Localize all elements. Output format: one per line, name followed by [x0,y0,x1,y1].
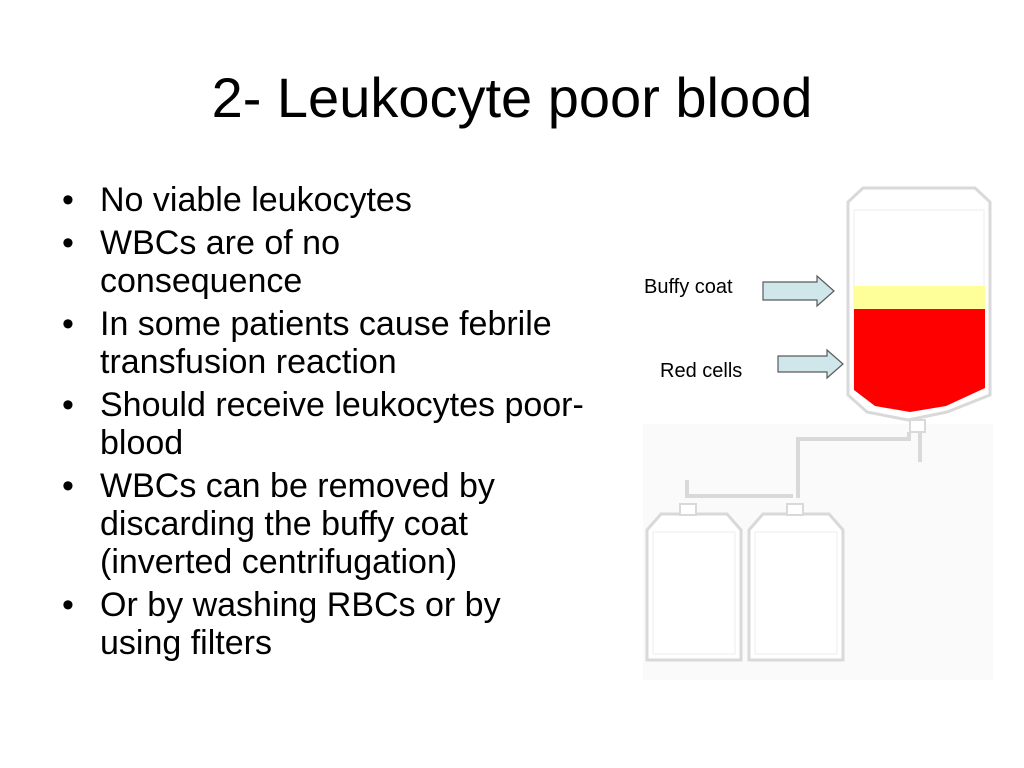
outlet-port [909,419,926,433]
blood-bag-diagram [643,186,993,680]
bullet-marker: • [62,386,74,424]
satellite-bag-1 [645,512,743,662]
buffy-coat-layer [854,286,985,309]
bullet-marker: • [62,224,74,262]
bullet-text: In some patients cause febrile transfusi… [100,305,552,381]
bullet-marker: • [62,586,74,624]
bullet-text: WBCs can be removed by discarding the bu… [100,467,495,581]
bullet-item: • WBCs are of no consequence [52,224,430,300]
bullet-text: Or by washing RBCs or by using filters [100,586,501,662]
buffy-coat-label: Buffy coat [644,276,733,298]
satellite-bag-2-port [786,503,804,516]
slide-title: 2- Leukocyte poor blood [211,66,813,129]
connecting-tube [796,432,911,498]
red-cells-layer [854,309,985,412]
bullet-text: Should receive leukocytes poor-blood [100,386,584,462]
branch-tube [685,480,793,498]
satellite-bag-2 [747,512,845,662]
bullet-item: • WBCs can be removed by discarding the b… [52,467,590,581]
bullet-item: • No viable leukocytes [52,181,592,219]
bullet-marker: • [62,467,74,505]
bullet-item: • Or by washing RBCs or by using filters [52,586,590,662]
bullet-marker: • [62,305,74,343]
satellite-bag-1-port [679,503,697,516]
satellite-bag-2-inner-seam [754,531,838,655]
red-cells-arrow-icon [777,348,844,380]
bullet-item: • Should receive leukocytes poor-blood [52,386,590,462]
satellite-bag-1-inner-seam [652,531,736,655]
buffy-coat-arrow-icon [762,274,835,308]
bullet-marker: • [62,181,74,219]
bullet-item: • In some patients cause febrile transfus… [52,305,580,381]
bullet-text: WBCs are of no consequence [100,224,340,300]
bullet-text: No viable leukocytes [100,181,412,219]
red-cells-label: Red cells [660,360,743,382]
bullet-list: • No viable leukocytes • WBCs are of no co… [52,181,592,667]
